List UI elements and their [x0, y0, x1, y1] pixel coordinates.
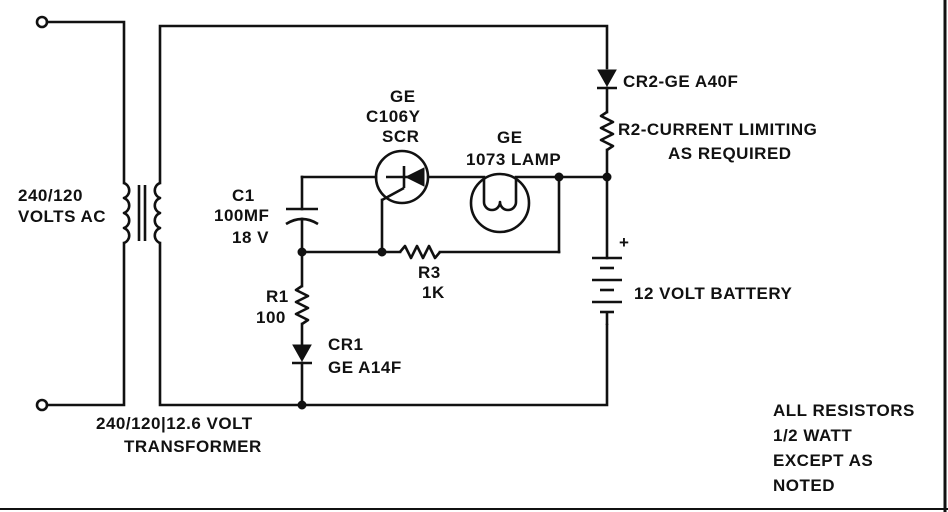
ac-terminal-bottom	[35, 398, 49, 412]
label-c1-line2: 100MF	[214, 206, 269, 225]
transformer-primary-coil	[122, 181, 131, 245]
battery-12v	[592, 256, 622, 325]
label-source-line1: 240/120	[18, 186, 83, 205]
label-lamp-line2: 1073 LAMP	[466, 150, 561, 169]
resistor-r1	[294, 284, 310, 326]
wire-ac-top	[45, 20, 126, 185]
label-scr-line3: SCR	[382, 127, 419, 146]
note-line3: EXCEPT AS	[773, 451, 873, 470]
junction-scr-gate	[377, 247, 387, 257]
note-line2: 1/2 WATT	[773, 426, 852, 445]
note-line1: ALL RESISTORS	[773, 401, 915, 420]
resistor-r2	[599, 110, 615, 152]
wire-secondary-top	[158, 24, 609, 185]
label-lamp-line1: GE	[497, 128, 523, 147]
label-cr1-line2: GE A14F	[328, 358, 402, 377]
label-cr1-line1: CR1	[328, 335, 364, 354]
label-c1-line1: C1	[232, 186, 255, 205]
label-r3-line2: 1K	[422, 283, 445, 302]
wire-ac-bottom	[45, 241, 126, 407]
label-transformer-line1: 240/120|12.6 VOLT	[96, 414, 253, 433]
transformer-secondary-coil	[153, 181, 162, 245]
ac-terminal-top	[35, 15, 49, 29]
label-c1-line3: 18 V	[232, 228, 269, 247]
transformer	[122, 181, 162, 245]
junction-lamp-right	[554, 172, 564, 182]
wire-secondary-bottom	[158, 241, 609, 407]
label-r2-line2: AS REQUIRED	[668, 144, 792, 163]
label-transformer-line2: TRANSFORMER	[124, 437, 262, 456]
label-r1-line1: R1	[266, 287, 289, 306]
resistor-r3	[399, 244, 441, 260]
label-r1-line2: 100	[256, 308, 286, 327]
label-r2-line1: R2-CURRENT LIMITING	[618, 120, 817, 139]
label-cr2: CR2-GE A40F	[623, 72, 738, 91]
junction-right-rail	[602, 172, 612, 182]
ac-input	[35, 15, 126, 412]
label-battery-plus: +	[619, 233, 629, 252]
note-line4: NOTED	[773, 476, 835, 495]
junction-bottom-rail	[297, 400, 307, 410]
label-battery: 12 VOLT BATTERY	[634, 284, 792, 303]
label-scr-line2: C106Y	[366, 107, 421, 126]
diode-cr1	[292, 344, 312, 365]
label-source-line2: VOLTS AC	[18, 207, 106, 226]
label-r3-line1: R3	[418, 263, 441, 282]
scr-c106y	[374, 149, 430, 205]
label-scr-line1: GE	[390, 87, 416, 106]
diode-cr2	[597, 69, 617, 90]
lamp-1073	[469, 172, 531, 234]
